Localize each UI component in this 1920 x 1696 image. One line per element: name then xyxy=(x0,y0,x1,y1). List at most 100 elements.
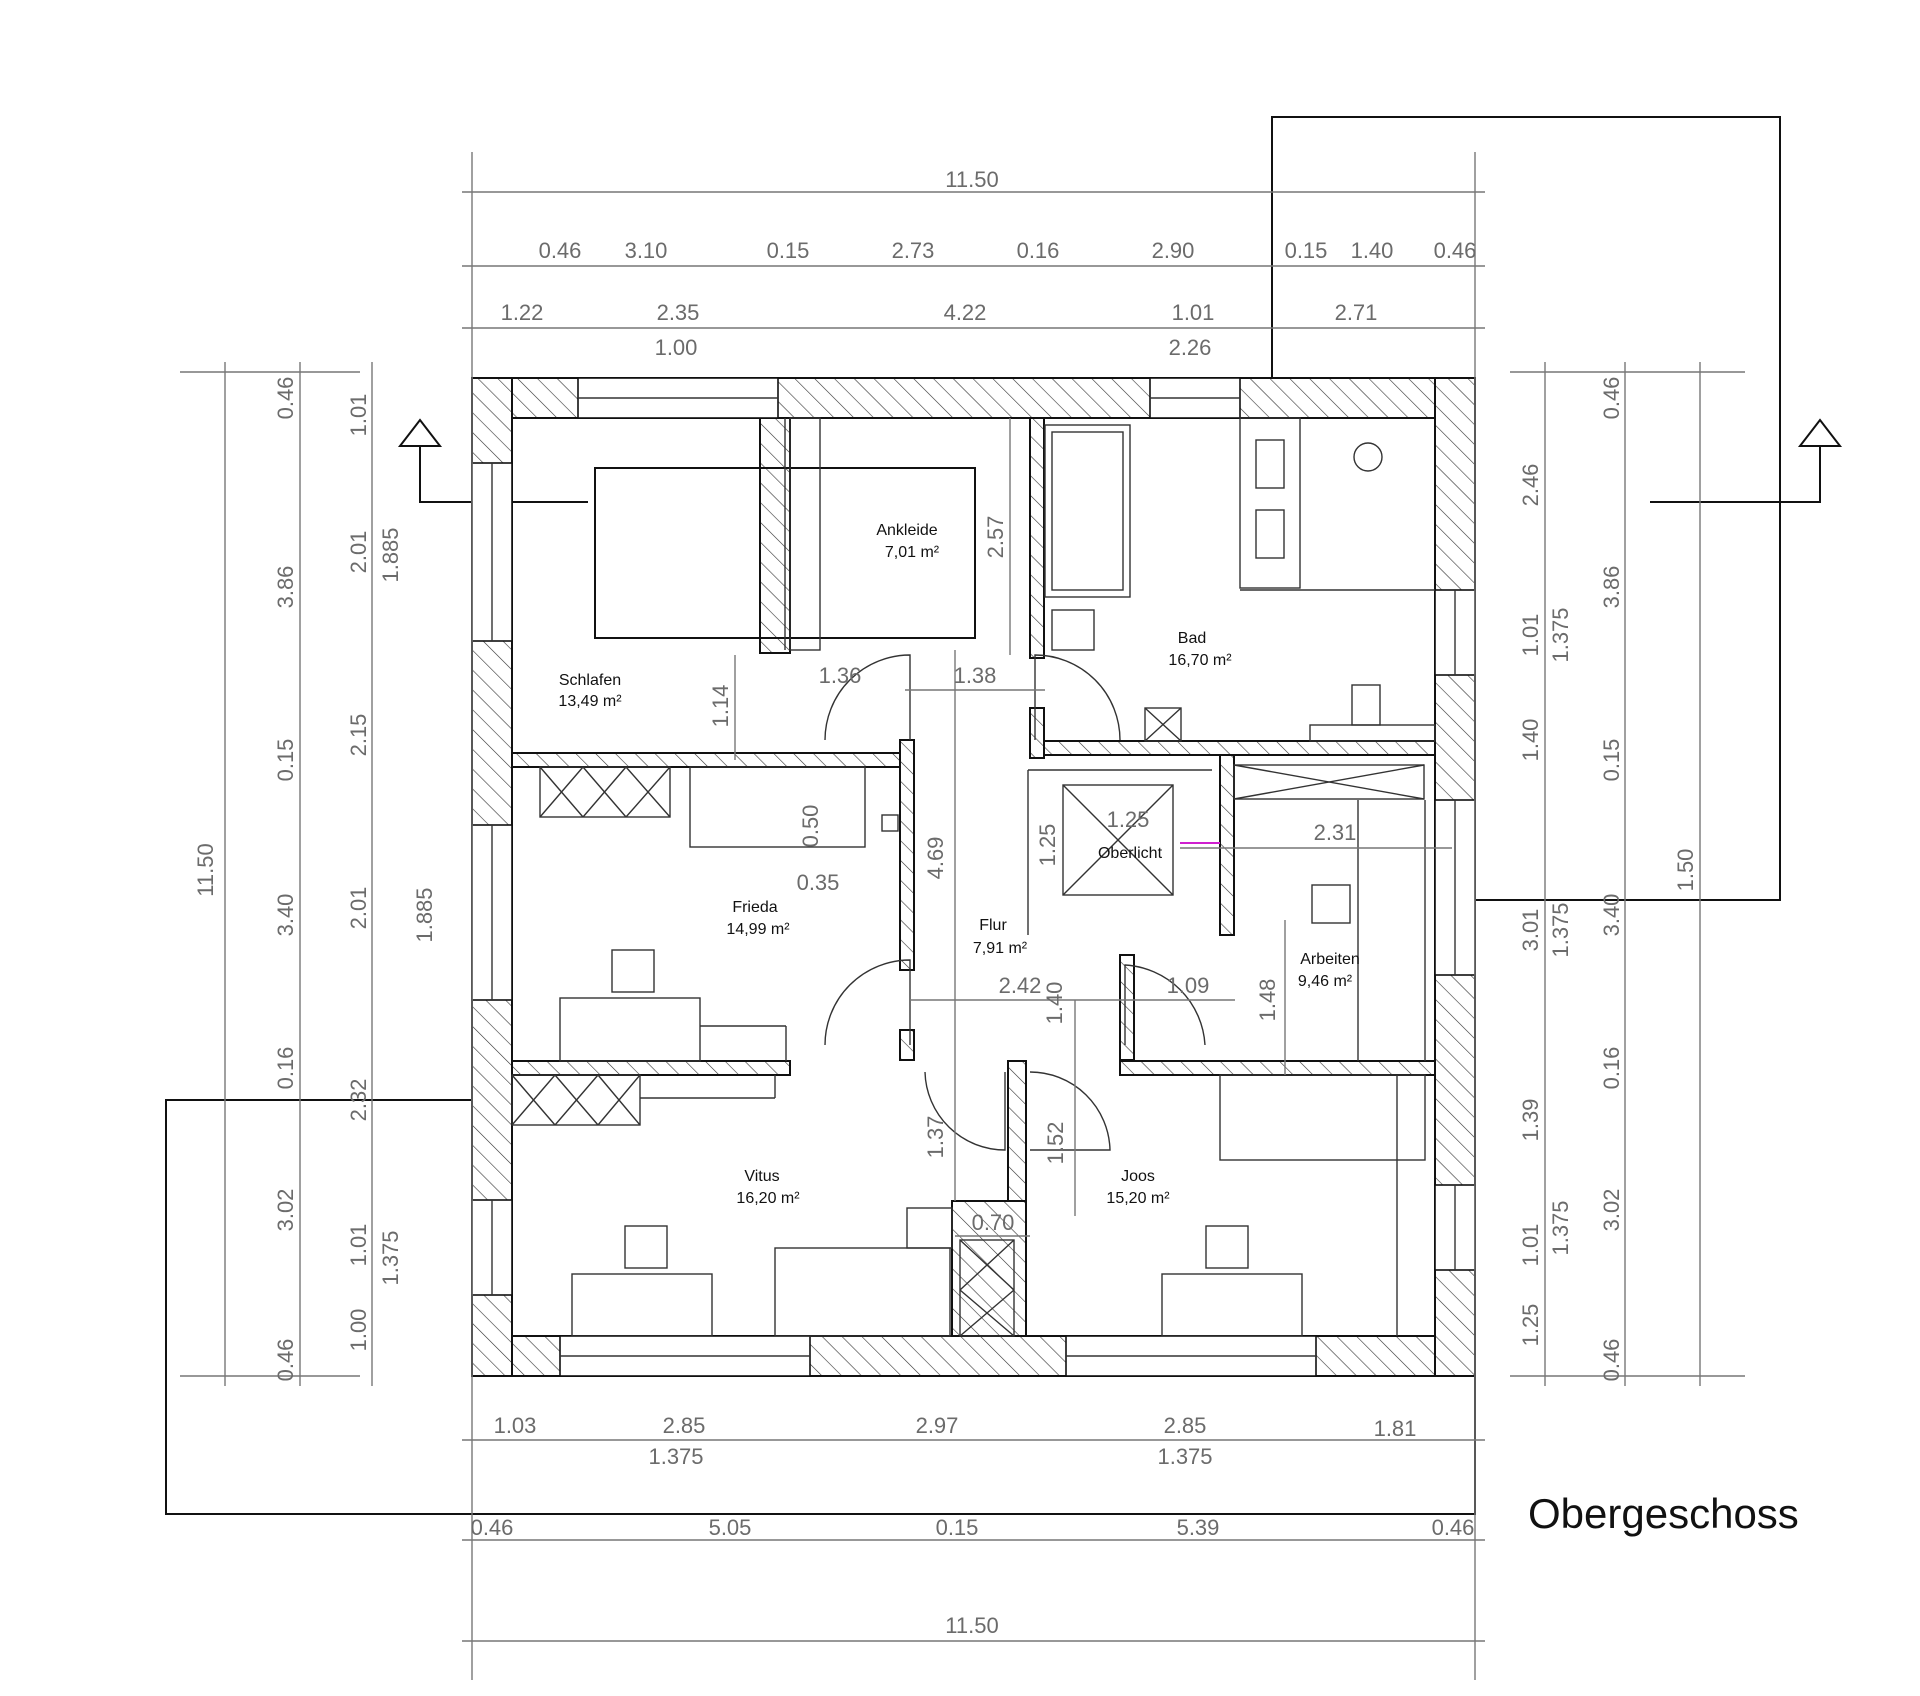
dim-top-row1: 0.46 xyxy=(539,238,582,263)
dim-right-inner: 2.46 xyxy=(1518,464,1543,507)
dim-interior: 1.40 xyxy=(1042,982,1067,1025)
dim-bottom-row1: 1.81 xyxy=(1374,1416,1417,1441)
dim-top-row2: 1.22 xyxy=(501,300,544,325)
dim-right-outer: 3.86 xyxy=(1599,566,1624,609)
room-name-schlafen: Schlafen xyxy=(559,672,621,689)
dimension-lines xyxy=(180,152,1745,1680)
dim-interior: 0.50 xyxy=(798,805,823,848)
dim-bottom-row1: 1.03 xyxy=(494,1413,537,1438)
dim-left-inner: 2.15 xyxy=(346,714,371,757)
dim-right-outer: 0.16 xyxy=(1599,1047,1624,1090)
dim-left-inner: 2.32 xyxy=(346,1079,371,1122)
dim-bottom-row3: 0.15 xyxy=(936,1515,979,1540)
room-area-joos: 15,20 m² xyxy=(1106,1190,1170,1207)
dim-right-extra: 1.375 xyxy=(1548,1200,1573,1255)
dim-right-outer: 0.46 xyxy=(1599,1339,1624,1382)
dim-interior: 0.35 xyxy=(797,870,840,895)
dim-top-row1: 0.46 xyxy=(1434,238,1477,263)
dim-top-row1: 0.16 xyxy=(1017,238,1060,263)
dim-left-inner: 1.01 xyxy=(346,394,371,437)
dim-top-row2: 2.71 xyxy=(1335,300,1378,325)
dim-left-outer: 0.46 xyxy=(273,1339,298,1382)
dim-bottom-row3: 0.46 xyxy=(471,1515,514,1540)
doors xyxy=(824,654,1206,1151)
room-area-flur: 7,91 m² xyxy=(973,940,1028,957)
dim-right-outer: 3.02 xyxy=(1599,1189,1624,1232)
dim-bottom-row2: 1.375 xyxy=(1157,1444,1212,1469)
dim-top-row2: 4.22 xyxy=(944,300,987,325)
furniture xyxy=(511,417,1436,1337)
dim-left-outer: 3.86 xyxy=(273,566,298,609)
dim-top-row1: 3.10 xyxy=(625,238,668,263)
dim-top-row3: 2.26 xyxy=(1169,335,1212,360)
room-name-bad: Bad xyxy=(1178,630,1206,647)
dim-interior: 4.69 xyxy=(923,837,948,880)
dimension-labels: 11.50 0.46 3.10 0.15 2.73 0.16 2.90 0.15… xyxy=(193,167,1698,1638)
dim-top-row2: 1.01 xyxy=(1172,300,1215,325)
dim-interior: 1.25 xyxy=(1035,824,1060,867)
dim-right-extra: 1.375 xyxy=(1548,607,1573,662)
drawing-title: Obergeschoss xyxy=(1528,1490,1799,1537)
dim-right-outer: 0.15 xyxy=(1599,739,1624,782)
room-name-ankleide: Ankleide xyxy=(876,522,937,539)
dim-left-outer: 0.16 xyxy=(273,1047,298,1090)
dim-right-inner: 1.01 xyxy=(1518,614,1543,657)
dim-interior: 0.70 xyxy=(972,1210,1015,1235)
room-area-frieda: 14,99 m² xyxy=(726,921,790,938)
dim-bottom-row3: 5.05 xyxy=(709,1515,752,1540)
dim-left-inner: 2.01 xyxy=(346,531,371,574)
room-area-schlafen: 13,49 m² xyxy=(558,693,622,710)
room-name-frieda: Frieda xyxy=(732,899,777,916)
dim-left-outer: 0.46 xyxy=(273,377,298,420)
room-name-flur: Flur xyxy=(979,917,1007,934)
windows xyxy=(471,377,1476,1377)
left-dims: 11.50 0.46 3.86 0.15 3.40 0.16 3.02 0.46… xyxy=(193,377,437,1382)
dim-right-inner: 1.40 xyxy=(1518,719,1543,762)
room-labels: Schlafen 13,49 m² Ankleide 7,01 m² Bad 1… xyxy=(558,522,1359,1207)
dim-interior: 2.31 xyxy=(1314,820,1357,845)
dim-interior: 1.14 xyxy=(708,685,733,728)
right-dims: 1.50 0.46 3.86 0.15 3.40 0.16 3.02 0.46 … xyxy=(1518,377,1698,1382)
dim-interior: 1.48 xyxy=(1255,979,1280,1022)
dim-interior: 1.09 xyxy=(1167,973,1210,998)
dim-left-inner: 1.00 xyxy=(346,1309,371,1352)
dim-top-row1: 1.40 xyxy=(1351,238,1394,263)
dim-top-total: 11.50 xyxy=(945,167,998,192)
dim-left-outer: 3.40 xyxy=(273,894,298,937)
dim-interior: 2.42 xyxy=(999,973,1042,998)
room-name-oberlicht: Oberlicht xyxy=(1098,845,1163,862)
room-name-joos: Joos xyxy=(1121,1168,1155,1185)
dim-top-row1: 0.15 xyxy=(767,238,810,263)
dim-bottom-row2: 1.375 xyxy=(648,1444,703,1469)
dim-left-extra: 1.885 xyxy=(412,887,437,942)
dim-left-outer: 0.15 xyxy=(273,739,298,782)
dim-left-total: 11.50 xyxy=(193,843,218,896)
dim-left-inner: 2.01 xyxy=(346,887,371,930)
dim-right-extra: 1.375 xyxy=(1548,902,1573,957)
room-area-arbeiten: 9,46 m² xyxy=(1298,973,1353,990)
dim-bottom-row1: 2.85 xyxy=(1164,1413,1207,1438)
dim-right-inner: 3.01 xyxy=(1518,909,1543,952)
room-name-vitus: Vitus xyxy=(744,1168,779,1185)
room-area-vitus: 16,20 m² xyxy=(736,1190,800,1207)
dim-top-row1: 2.90 xyxy=(1152,238,1195,263)
dim-top-row2: 2.35 xyxy=(657,300,700,325)
dim-bottom-row3: 0.46 xyxy=(1432,1515,1475,1540)
dim-top-row1: 2.73 xyxy=(892,238,935,263)
dim-left-inner: 1.01 xyxy=(346,1224,371,1267)
room-area-bad: 16,70 m² xyxy=(1168,652,1232,669)
dim-interior: 1.37 xyxy=(923,1116,948,1159)
dim-right-outer: 3.40 xyxy=(1599,894,1624,937)
dim-interior: 1.38 xyxy=(954,663,997,688)
dim-right-inner: 1.01 xyxy=(1518,1224,1543,1267)
dim-top-row3: 1.00 xyxy=(655,335,698,360)
dim-bottom-row1: 2.85 xyxy=(663,1413,706,1438)
dim-right-inner: 1.39 xyxy=(1518,1099,1543,1142)
dim-left-extra: 1.885 xyxy=(378,527,403,582)
dim-right-inner: 1.25 xyxy=(1518,1304,1543,1347)
interior-dims: 2.57 1.36 1.38 1.14 0.50 0.35 4.69 1.25 … xyxy=(708,516,1356,1235)
dim-left-extra: 1.375 xyxy=(378,1230,403,1285)
dim-interior: 1.36 xyxy=(819,663,862,688)
dim-interior: 1.25 xyxy=(1107,807,1150,832)
